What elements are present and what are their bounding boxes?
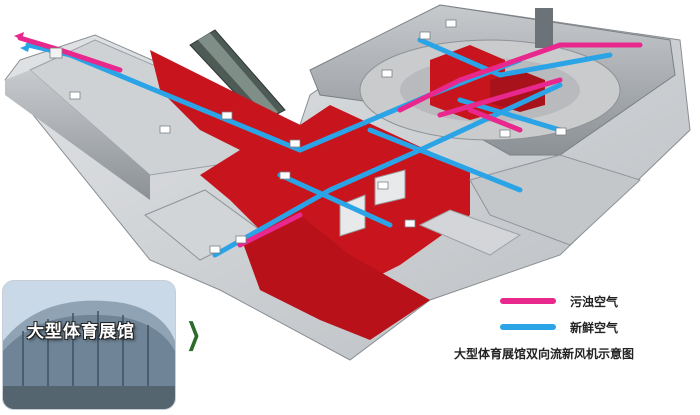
diagram-title: 大型体育展馆双向流新风机示意图 xyxy=(454,347,635,361)
left-hall-wall xyxy=(5,70,150,200)
legend-swatch-exhaust xyxy=(500,298,556,304)
fresh-air-ducts xyxy=(25,37,613,258)
legend-swatch-fresh xyxy=(500,324,556,330)
tower-structure xyxy=(535,8,553,48)
legend-item-fresh: 新鲜空气 xyxy=(500,316,618,338)
legend: 污浊空气 新鲜空气 xyxy=(500,290,618,342)
legend-item-exhaust: 污浊空气 xyxy=(500,290,618,312)
air-vents xyxy=(49,19,567,254)
photo-caption: 大型体育展馆 xyxy=(27,322,135,342)
exhaust-air-ducts xyxy=(17,35,643,248)
red-carpet-lower xyxy=(240,215,430,340)
legend-label-exhaust: 污浊空气 xyxy=(570,294,619,309)
escalator-rail xyxy=(198,33,278,118)
exhaust-arrow-icon xyxy=(14,32,24,40)
booth-mid xyxy=(374,169,406,206)
chevron-right-icon: ❯ xyxy=(186,317,202,352)
legend-label-fresh: 新鲜空气 xyxy=(570,320,619,335)
red-carpet-central xyxy=(150,50,470,290)
stadium-photo: 大型体育展馆 xyxy=(2,280,176,410)
lower-right-block xyxy=(469,154,641,246)
booth-bottom-right xyxy=(418,209,522,256)
fresh-arrow-icon xyxy=(20,44,30,52)
